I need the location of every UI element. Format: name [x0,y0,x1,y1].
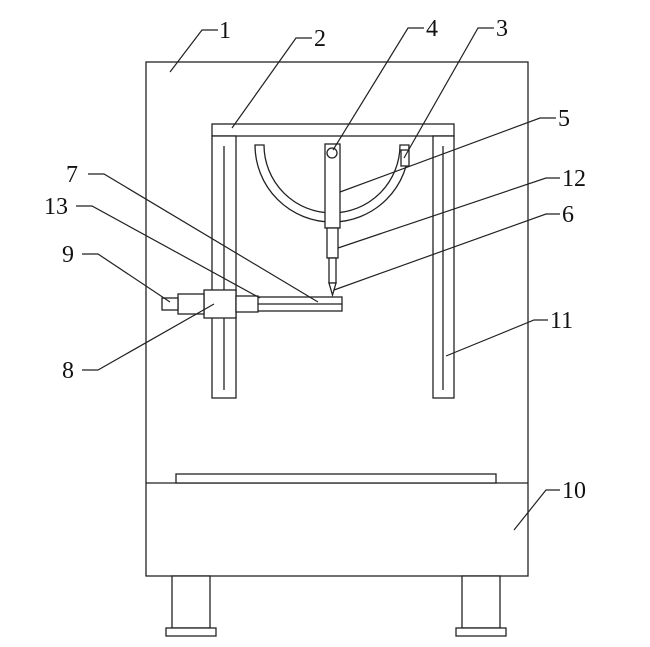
arc-rail [254,144,410,223]
label-10: 10 [562,478,586,504]
label-9: 9 [62,242,74,268]
label-13: 13 [44,194,68,220]
label-12: 12 [562,166,586,192]
label-2: 2 [314,26,326,52]
cabinet-frame [145,61,529,577]
leader-lines [76,27,560,531]
welding-torch [326,227,339,298]
label-8: 8 [62,358,74,384]
left-foot [165,575,217,637]
base-section [146,473,528,484]
vertical-arm [324,143,341,229]
number-labels: 1 2 4 3 5 12 6 7 13 9 8 11 10 [44,16,586,504]
label-11: 11 [550,308,573,334]
label-4: 4 [426,16,438,42]
motor-assembly [161,289,259,319]
label-3: 3 [496,16,508,42]
label-7: 7 [66,162,78,188]
right-foot [455,575,507,637]
label-5: 5 [558,106,570,132]
label-1: 1 [219,18,231,44]
top-beam [211,123,455,137]
right-column [432,135,455,399]
left-column [211,135,237,399]
label-6: 6 [562,202,574,228]
